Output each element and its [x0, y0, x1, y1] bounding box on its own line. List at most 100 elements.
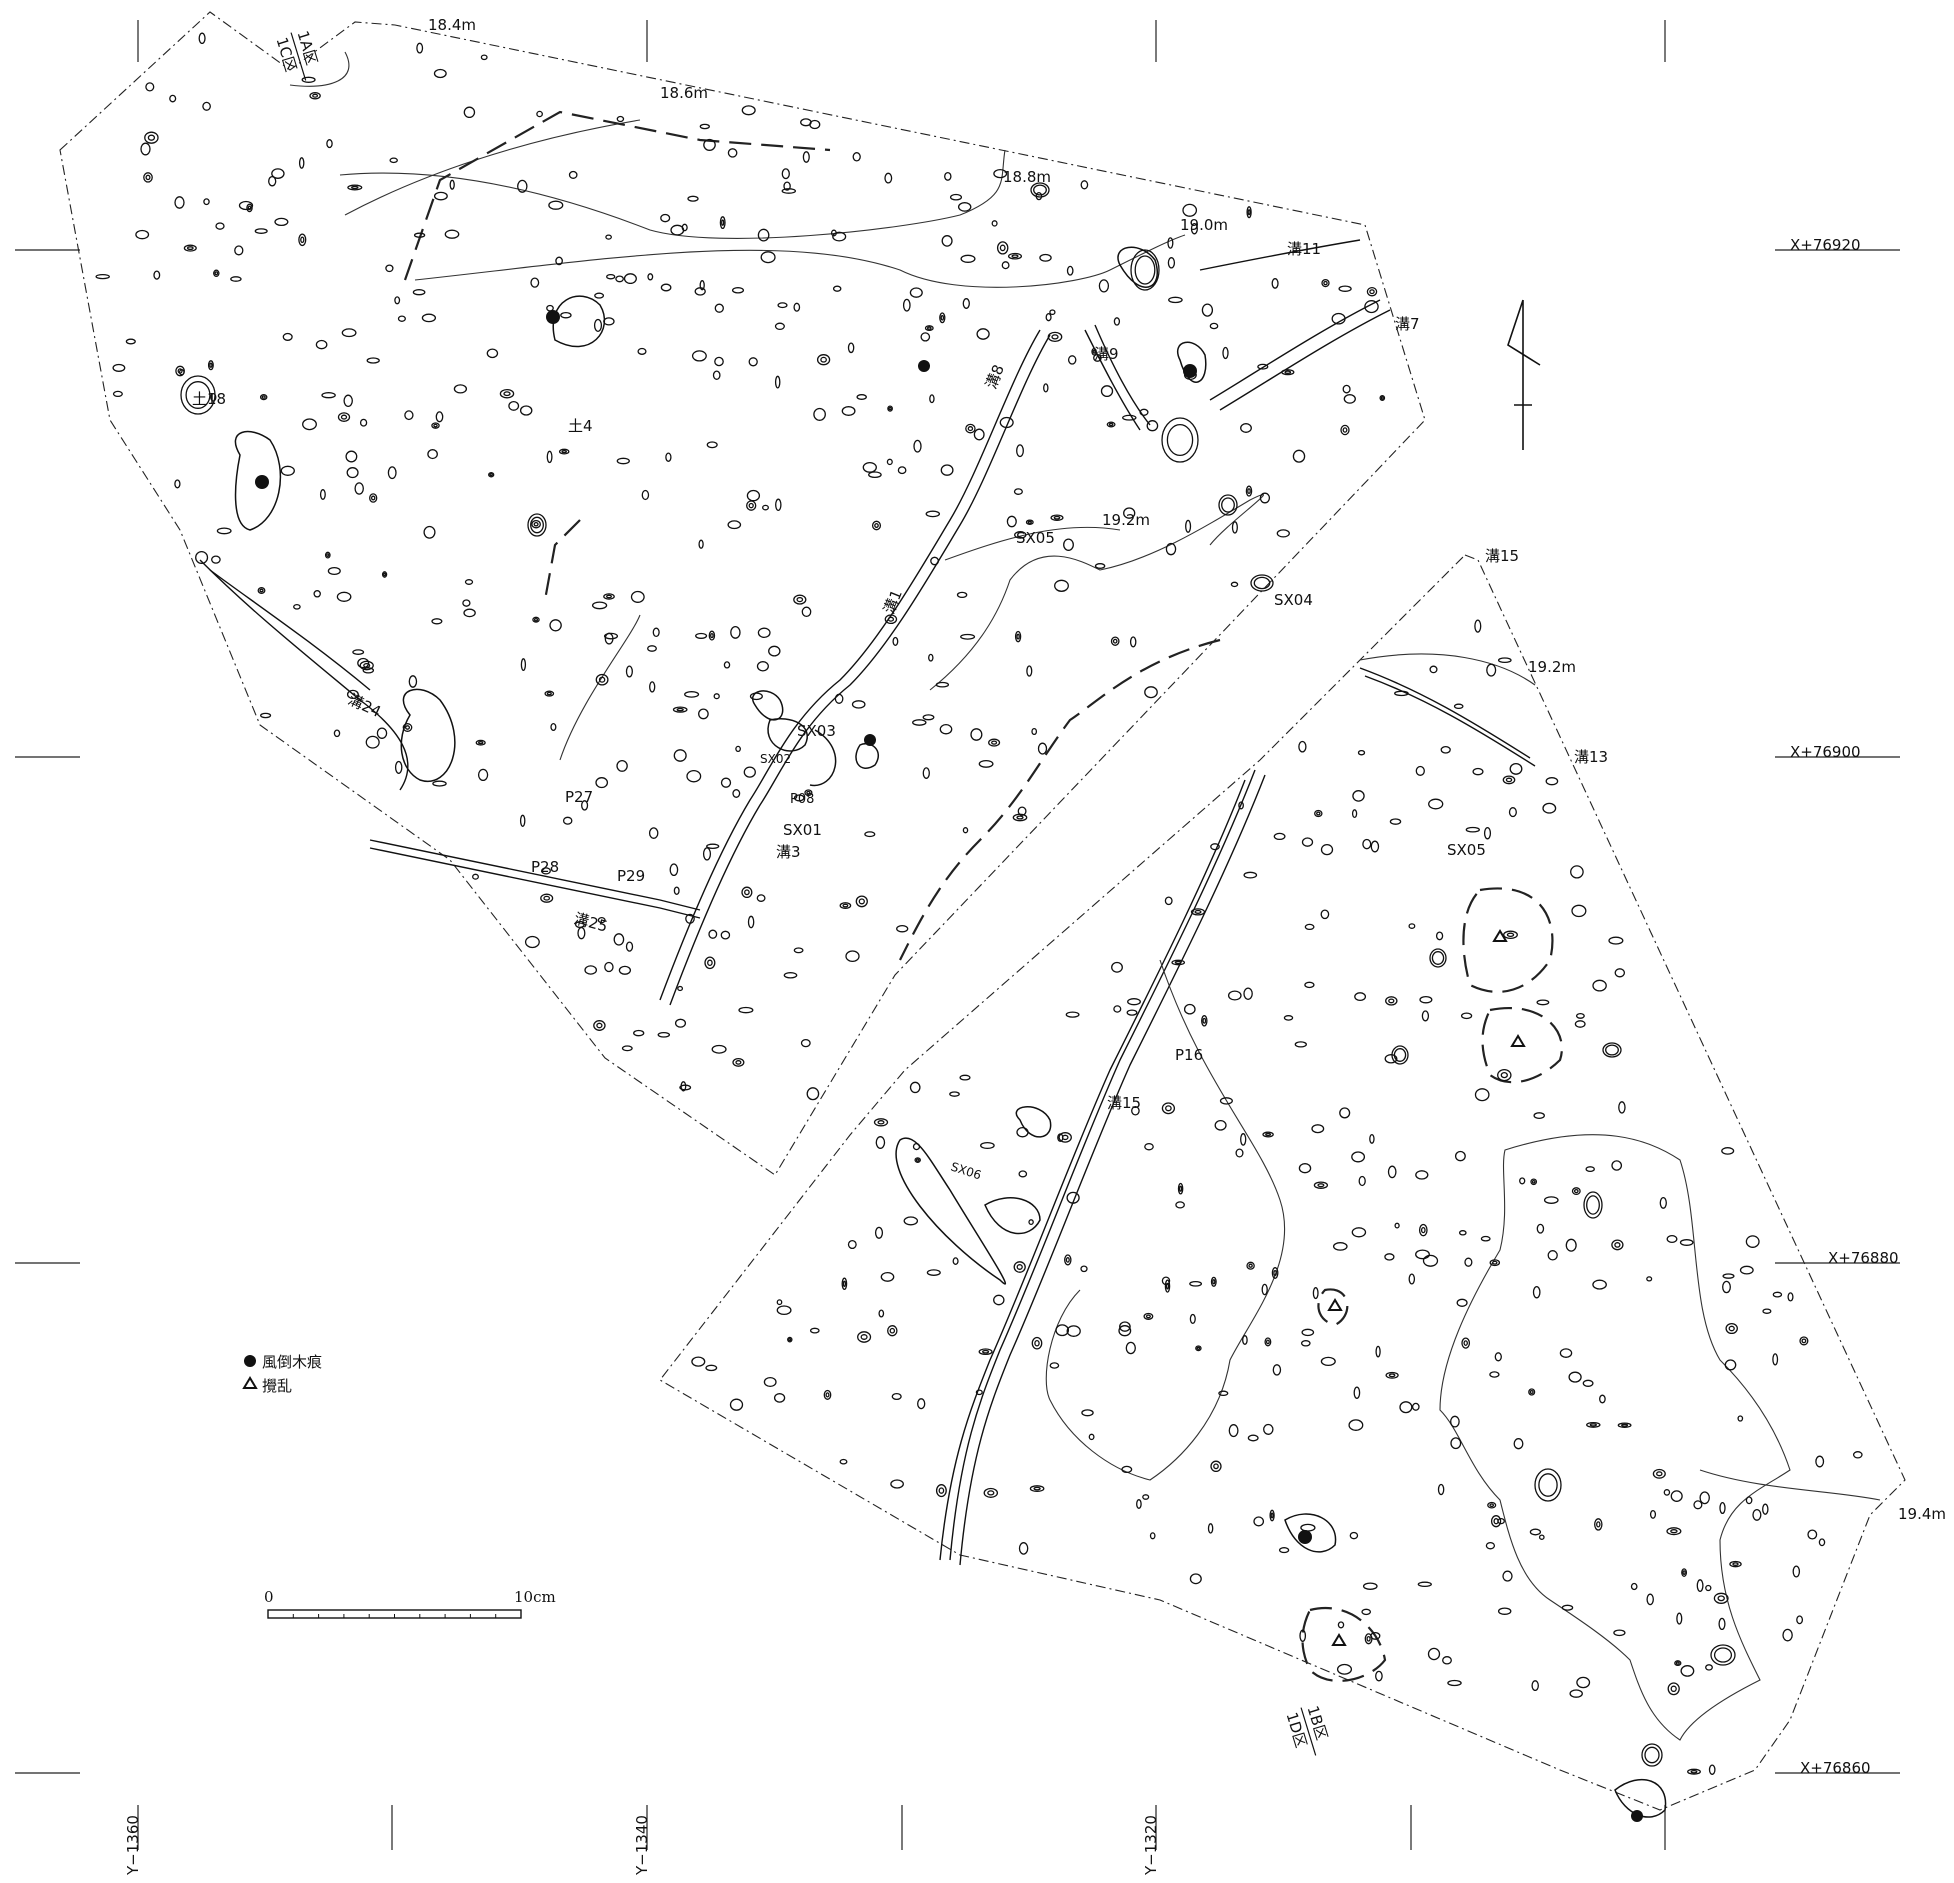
post-hole — [1283, 1015, 1294, 1021]
post-hole-inner — [1670, 1685, 1677, 1693]
post-hole — [499, 388, 515, 399]
post-hole — [464, 579, 474, 585]
grid-x-label: X+76920 — [1790, 236, 1861, 254]
post-hole — [1271, 1267, 1279, 1279]
post-hole — [1301, 1328, 1315, 1337]
post-hole — [1576, 1676, 1591, 1689]
post-hole — [1167, 257, 1176, 269]
post-hole — [1461, 1337, 1471, 1349]
post-hole — [1415, 1249, 1430, 1260]
post-hole — [806, 1087, 820, 1101]
post-hole — [1058, 1132, 1072, 1143]
post-hole — [864, 831, 876, 838]
post-hole-inner — [209, 362, 213, 368]
post-hole — [748, 357, 758, 367]
post-hole — [1379, 395, 1386, 401]
post-hole — [174, 196, 185, 209]
post-hole — [135, 229, 150, 240]
post-hole — [1528, 1388, 1536, 1396]
large-pit-inner — [1253, 576, 1271, 590]
post-hole — [153, 270, 161, 280]
post-hole — [362, 667, 375, 674]
post-hole — [874, 1226, 884, 1239]
post-hole — [1064, 1254, 1072, 1266]
post-hole-inner — [1682, 1570, 1686, 1575]
grid-labels: X+76920 X+76900 X+76880 X+76860 Y−1360 Y… — [124, 236, 1899, 1876]
post-hole — [354, 482, 364, 495]
post-hole — [1384, 1054, 1398, 1064]
post-hole — [647, 273, 654, 281]
post-hole-inner — [1489, 1503, 1495, 1508]
post-hole — [472, 873, 479, 880]
post-hole — [896, 924, 909, 933]
large-pit-inner — [1166, 423, 1194, 457]
post-hole — [234, 245, 244, 256]
post-hole — [949, 193, 963, 201]
post-hole — [1513, 1438, 1524, 1450]
post-hole-inner — [1690, 1769, 1698, 1774]
post-hole — [925, 510, 941, 518]
post-hole — [978, 1348, 993, 1356]
post-hole — [1429, 665, 1438, 674]
post-hole — [727, 148, 738, 158]
post-hole — [891, 1392, 902, 1401]
post-hole — [732, 1057, 745, 1067]
post-hole — [282, 332, 293, 341]
post-hole-inner — [744, 889, 750, 896]
post-hole — [1729, 1560, 1742, 1568]
post-hole — [793, 594, 807, 605]
feature-labels: 溝11 溝7 溝9 溝8 土18 土4 SX05 溝1 SX04 溝24 SX0… — [192, 240, 1608, 1182]
post-hole-inner — [1212, 1279, 1216, 1285]
post-hole — [813, 407, 826, 421]
post-hole — [1561, 1604, 1574, 1611]
post-hole — [1568, 1371, 1582, 1383]
post-hole-inner — [363, 662, 371, 669]
post-hole — [1745, 1235, 1760, 1248]
post-hole — [169, 94, 177, 103]
post-hole-inner — [1596, 1521, 1601, 1528]
post-hole — [1474, 1088, 1490, 1102]
post-hole — [887, 1325, 898, 1337]
post-hole — [477, 768, 489, 782]
post-hole — [1351, 1151, 1366, 1163]
post-hole — [777, 302, 788, 309]
post-hole — [394, 760, 403, 774]
post-hole — [746, 500, 757, 511]
post-hole — [530, 277, 540, 288]
post-hole — [463, 608, 476, 618]
post-hole — [544, 690, 555, 697]
post-hole — [321, 392, 336, 399]
post-hole-inner — [1202, 1017, 1207, 1024]
post-hole — [1617, 1422, 1632, 1428]
post-hole — [524, 935, 540, 949]
post-hole — [183, 244, 197, 252]
post-hole — [376, 727, 388, 739]
post-hole — [207, 360, 214, 371]
post-hole — [875, 1136, 886, 1149]
post-hole — [1796, 1615, 1804, 1625]
post-hole — [625, 941, 634, 952]
post-hole — [366, 357, 380, 364]
post-hole-inner — [478, 741, 484, 745]
large-pit — [1218, 494, 1238, 516]
post-hole — [144, 131, 159, 144]
post-hole — [793, 794, 805, 802]
disturbance-marker — [1327, 1298, 1343, 1311]
post-hole — [741, 105, 756, 116]
post-hole — [519, 405, 533, 416]
post-hole — [1724, 1359, 1737, 1371]
post-hole — [616, 115, 625, 123]
post-hole — [1312, 1287, 1319, 1300]
post-hole — [1066, 1191, 1080, 1204]
post-hole — [1394, 690, 1409, 697]
post-hole — [1646, 1276, 1653, 1282]
post-hole — [1231, 521, 1238, 534]
large-pit-inner — [1644, 1746, 1660, 1764]
tree-fall-marker — [1183, 364, 1197, 378]
post-hole — [1304, 923, 1315, 931]
post-hole-inner — [1016, 815, 1024, 820]
section-label-bottom: 1B区 1D区 — [1283, 1704, 1331, 1756]
post-hole — [705, 1364, 718, 1372]
post-hole — [924, 325, 934, 332]
feature-label: 溝24 — [345, 690, 384, 721]
